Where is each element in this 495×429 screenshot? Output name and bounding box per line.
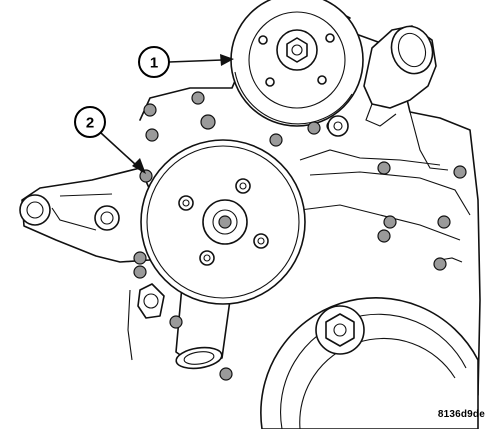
fastener-bolts	[133, 91, 467, 381]
callout-1-number: 1	[150, 55, 158, 72]
figure-code: 8136d9de	[437, 409, 485, 420]
water-pump-housing	[137, 283, 231, 370]
callout-2: 2	[74, 106, 146, 174]
water-pump-pulley	[140, 139, 306, 305]
mounting-bracket	[19, 167, 151, 263]
crankshaft-pulley	[260, 297, 479, 429]
engine-block	[127, 7, 481, 396]
thermostat-housing	[363, 25, 437, 127]
callout-1: 1	[138, 46, 234, 78]
upper-pulley	[230, 0, 364, 127]
callout-2-number: 2	[86, 115, 94, 132]
